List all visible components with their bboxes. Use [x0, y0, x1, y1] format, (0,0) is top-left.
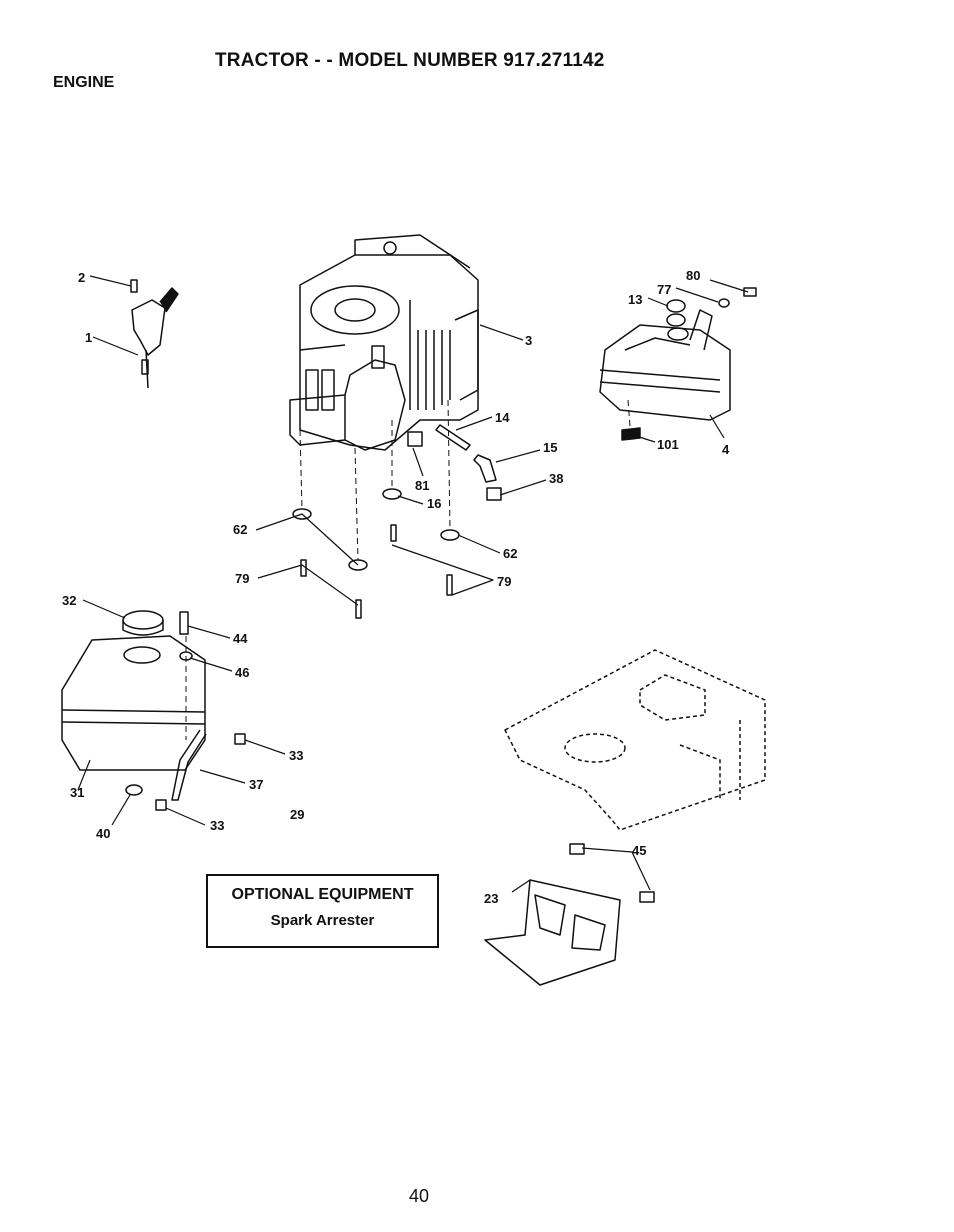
- callout-32: 32: [62, 593, 76, 608]
- callout-40: 40: [96, 826, 110, 841]
- alignment-lines: [185, 399, 631, 740]
- muffler: [599, 287, 757, 441]
- callout-33b: 33: [210, 818, 224, 833]
- spark-arrester: [484, 843, 655, 986]
- page-number: 40: [409, 1186, 430, 1206]
- callout-13: 13: [628, 292, 642, 307]
- fuel-tank: [61, 610, 246, 811]
- engine: [289, 234, 479, 451]
- callout-45: 45: [632, 843, 646, 858]
- callout-31: 31: [70, 785, 84, 800]
- callout-29: 29: [290, 807, 304, 822]
- optional-equipment-title: OPTIONAL EQUIPMENT: [231, 886, 414, 903]
- optional-equipment-item: Spark Arrester: [270, 912, 375, 929]
- callout-44: 44: [233, 631, 248, 646]
- callout-14: 14: [495, 410, 510, 425]
- callout-16: 16: [427, 496, 441, 511]
- page-title: TRACTOR - - MODEL NUMBER 917.271142: [215, 50, 605, 71]
- callout-62a: 62: [233, 522, 247, 537]
- callout-23: 23: [484, 891, 498, 906]
- callout-62b: 62: [503, 546, 517, 561]
- callout-80: 80: [686, 268, 700, 283]
- callout-81: 81: [415, 478, 429, 493]
- callout-77: 77: [657, 282, 671, 297]
- throttle-control: [130, 279, 179, 389]
- chassis: [504, 649, 766, 831]
- callout-38: 38: [549, 471, 563, 486]
- callout-1: 1: [85, 330, 92, 345]
- callout-2: 2: [78, 270, 85, 285]
- callout-79a: 79: [235, 571, 249, 586]
- callout-46: 46: [235, 665, 249, 680]
- optional-equipment-box: OPTIONAL EQUIPMENT Spark Arrester: [206, 874, 439, 948]
- callout-101: 101: [657, 437, 679, 452]
- callout-79b: 79: [497, 574, 511, 589]
- callout-37: 37: [249, 777, 263, 792]
- callout-3: 3: [525, 333, 532, 348]
- callout-33a: 33: [289, 748, 303, 763]
- section-heading: ENGINE: [53, 74, 115, 91]
- callout-labels: 1 2 3 4 13 14 15 16 23 29 31 32 33 33 37…: [62, 268, 730, 906]
- leader-lines: [77, 275, 749, 893]
- callout-15: 15: [543, 440, 557, 455]
- callout-4: 4: [722, 442, 730, 457]
